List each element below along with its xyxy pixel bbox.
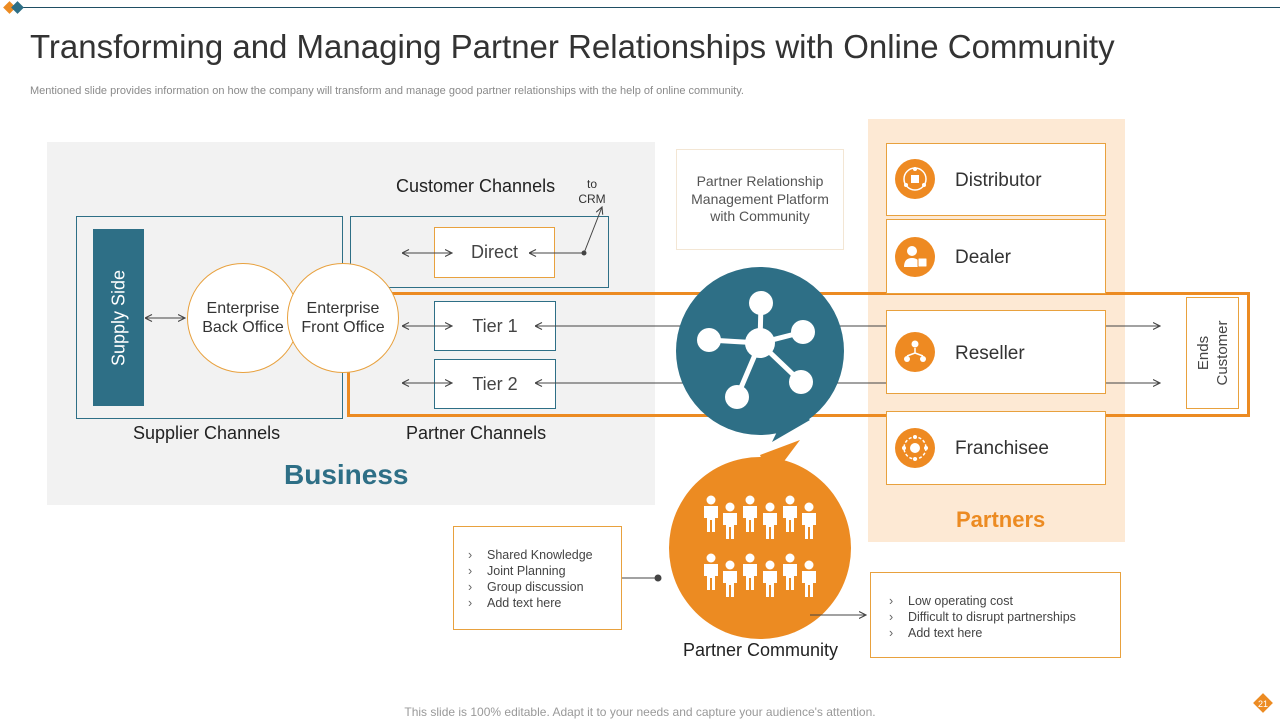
list-item: ›Low operating cost <box>889 594 1013 608</box>
list-item: ›Add text here <box>468 596 562 610</box>
arrow-to-crm <box>583 207 602 254</box>
person-body <box>802 513 816 539</box>
end-customer-box: Ends Customer <box>1186 297 1239 409</box>
person-head <box>804 560 814 570</box>
partner-card-distributor: Distributor <box>886 143 1106 216</box>
supplier-channels-label: Supplier Channels <box>133 423 281 443</box>
franchisee-icon <box>895 428 935 468</box>
back-office-label: Enterprise Back Office <box>202 299 284 336</box>
platform-label-box: Partner Relationship Management Platform… <box>676 149 844 250</box>
customer-channels-label: Customer Channels <box>396 176 556 196</box>
slide-subtitle: Mentioned slide provides information on … <box>30 85 744 97</box>
tier1-box: Tier 1 <box>434 301 556 351</box>
dealer-label: Dealer <box>955 247 1011 268</box>
connector-dot <box>654 574 662 582</box>
top-rule <box>22 7 1280 8</box>
list-item: ›Add text here <box>889 626 983 640</box>
franchisee-label: Franchisee <box>955 438 1049 459</box>
slide-title: Transforming and Managing Partner Relati… <box>30 28 1115 65</box>
front-office-circle: Enterprise Front Office <box>287 263 399 373</box>
customer-channels-box <box>350 216 609 288</box>
person-head <box>745 495 755 505</box>
person-head <box>785 553 795 563</box>
front-office-label: Enterprise Front Office <box>301 299 385 336</box>
person-body <box>723 513 737 539</box>
reseller-label: Reseller <box>955 343 1025 364</box>
supply-side-bar: Supply Side <box>93 229 144 406</box>
list-item: ›Shared Knowledge <box>468 548 593 562</box>
partner-channels-label: Partner Channels <box>406 423 547 443</box>
person-head <box>706 495 716 505</box>
tier1-label: Tier 1 <box>472 315 518 336</box>
business-label: Business <box>284 459 409 490</box>
person-body <box>763 513 777 539</box>
community-outcomes-box: ›Low operating cost ›Difficult to disrup… <box>870 572 1121 658</box>
list-item: ›Difficult to disrupt partnerships <box>889 610 1076 624</box>
partner-card-dealer: Dealer <box>886 219 1106 294</box>
partner-community-label: Partner Community <box>683 640 839 660</box>
reseller-icon <box>895 332 935 372</box>
person-body <box>743 564 757 590</box>
community-benefits-box: ›Shared Knowledge ›Joint Planning ›Group… <box>453 526 622 630</box>
person-head <box>725 502 735 512</box>
person-head <box>765 560 775 570</box>
direct-box: Direct <box>434 227 555 278</box>
slide-footer: This slide is 100% editable. Adapt it to… <box>404 705 876 719</box>
tier2-label: Tier 2 <box>472 373 518 394</box>
person-head <box>804 502 814 512</box>
platform-label: Partner Relationship Management Platform… <box>691 173 829 225</box>
person-body <box>704 506 718 532</box>
person-body <box>743 506 757 532</box>
list-item: ›Joint Planning <box>468 564 566 578</box>
page-number: 21 <box>1257 699 1268 709</box>
distributor-icon <box>895 159 935 199</box>
person-body <box>802 571 816 597</box>
page-number-badge <box>1253 693 1273 713</box>
person-head <box>725 560 735 570</box>
partners-label: Partners <box>956 507 1046 532</box>
person-body <box>783 506 797 532</box>
back-office-circle: Enterprise Back Office <box>187 263 299 373</box>
partner-card-franchisee: Franchisee <box>886 411 1106 485</box>
person-body <box>723 571 737 597</box>
person-head <box>765 502 775 512</box>
to-crm-label: to CRM <box>578 177 606 206</box>
direct-label: Direct <box>470 242 518 262</box>
person-body <box>763 571 777 597</box>
person-head <box>706 553 716 563</box>
person-head <box>745 553 755 563</box>
distributor-label: Distributor <box>955 170 1042 191</box>
person-body <box>704 564 718 590</box>
person-body <box>783 564 797 590</box>
person-head <box>785 495 795 505</box>
network-hub-icon <box>676 267 844 442</box>
people-group-icon <box>669 440 851 639</box>
partner-card-reseller: Reseller <box>886 310 1106 394</box>
dealer-icon <box>895 237 935 277</box>
list-item: ›Group discussion <box>468 580 584 594</box>
